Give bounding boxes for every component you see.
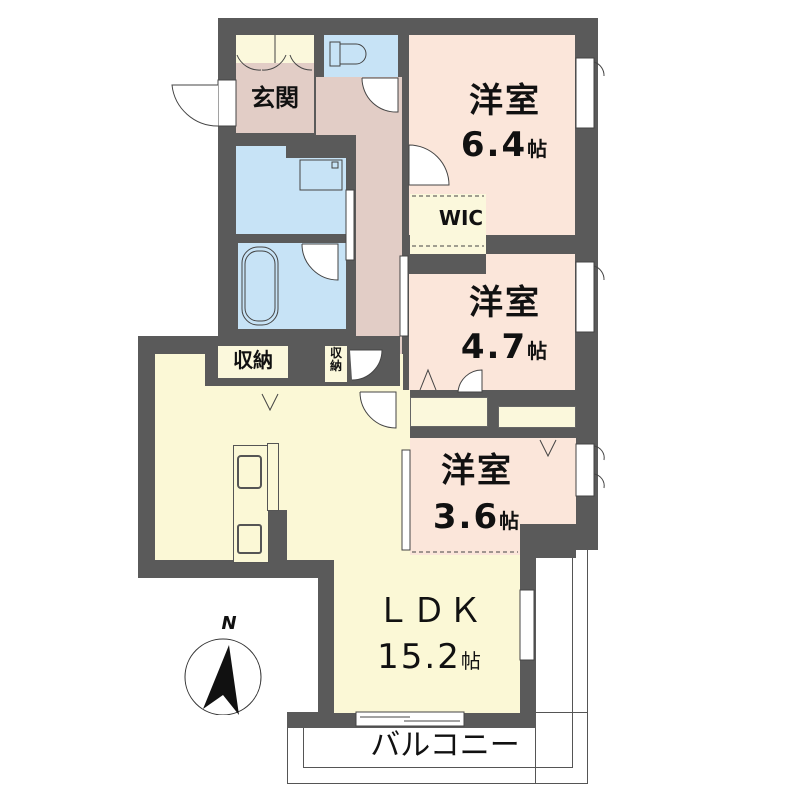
- kitchen-wall: [267, 510, 287, 560]
- western-room-2-notch: [409, 254, 486, 274]
- western-room-1-size: 6.4帖: [460, 125, 550, 165]
- wic-label: WIC: [438, 206, 484, 230]
- entrance-label: 玄関: [251, 84, 299, 112]
- entrance: [236, 63, 314, 133]
- kitchen-backsplash: [267, 443, 279, 511]
- storage-2-label: 収 納: [329, 346, 342, 373]
- western-room-3-name: 洋室: [441, 451, 513, 491]
- balcony-label: バルコニー: [370, 728, 520, 763]
- sink-icon: [237, 455, 262, 489]
- balcony-side-rail-inner: [562, 550, 573, 768]
- walk-in-closet: [410, 194, 486, 264]
- compass-north-label: N: [221, 613, 237, 634]
- kitchen-counter: [233, 445, 269, 563]
- ldk-size: 15.2帖: [377, 637, 483, 677]
- western-room-1-name: 洋室: [469, 81, 541, 121]
- stove-icon: [237, 524, 262, 554]
- western-room-3-notch: [520, 524, 576, 558]
- ldk-lower: [334, 555, 520, 713]
- ldk-name: ＬＤＫ: [376, 591, 484, 631]
- north-arrow-icon: [184, 638, 262, 715]
- western-room-2-size: 4.7帖: [460, 327, 550, 367]
- closet-room-2: [410, 397, 488, 427]
- washroom-notch: [286, 146, 346, 158]
- western-room-2-name: 洋室: [469, 283, 541, 323]
- storage-1-label: 収納: [233, 348, 273, 372]
- closet-room-3: [498, 406, 576, 428]
- western-room-3-size: 3.6帖: [432, 497, 522, 537]
- storage-2: [325, 346, 347, 382]
- compass: N: [183, 613, 263, 715]
- storage-1: [218, 346, 288, 378]
- western-room-2: [409, 254, 575, 390]
- wall-bottom-left: [287, 712, 357, 728]
- balcony-inner: [303, 722, 573, 768]
